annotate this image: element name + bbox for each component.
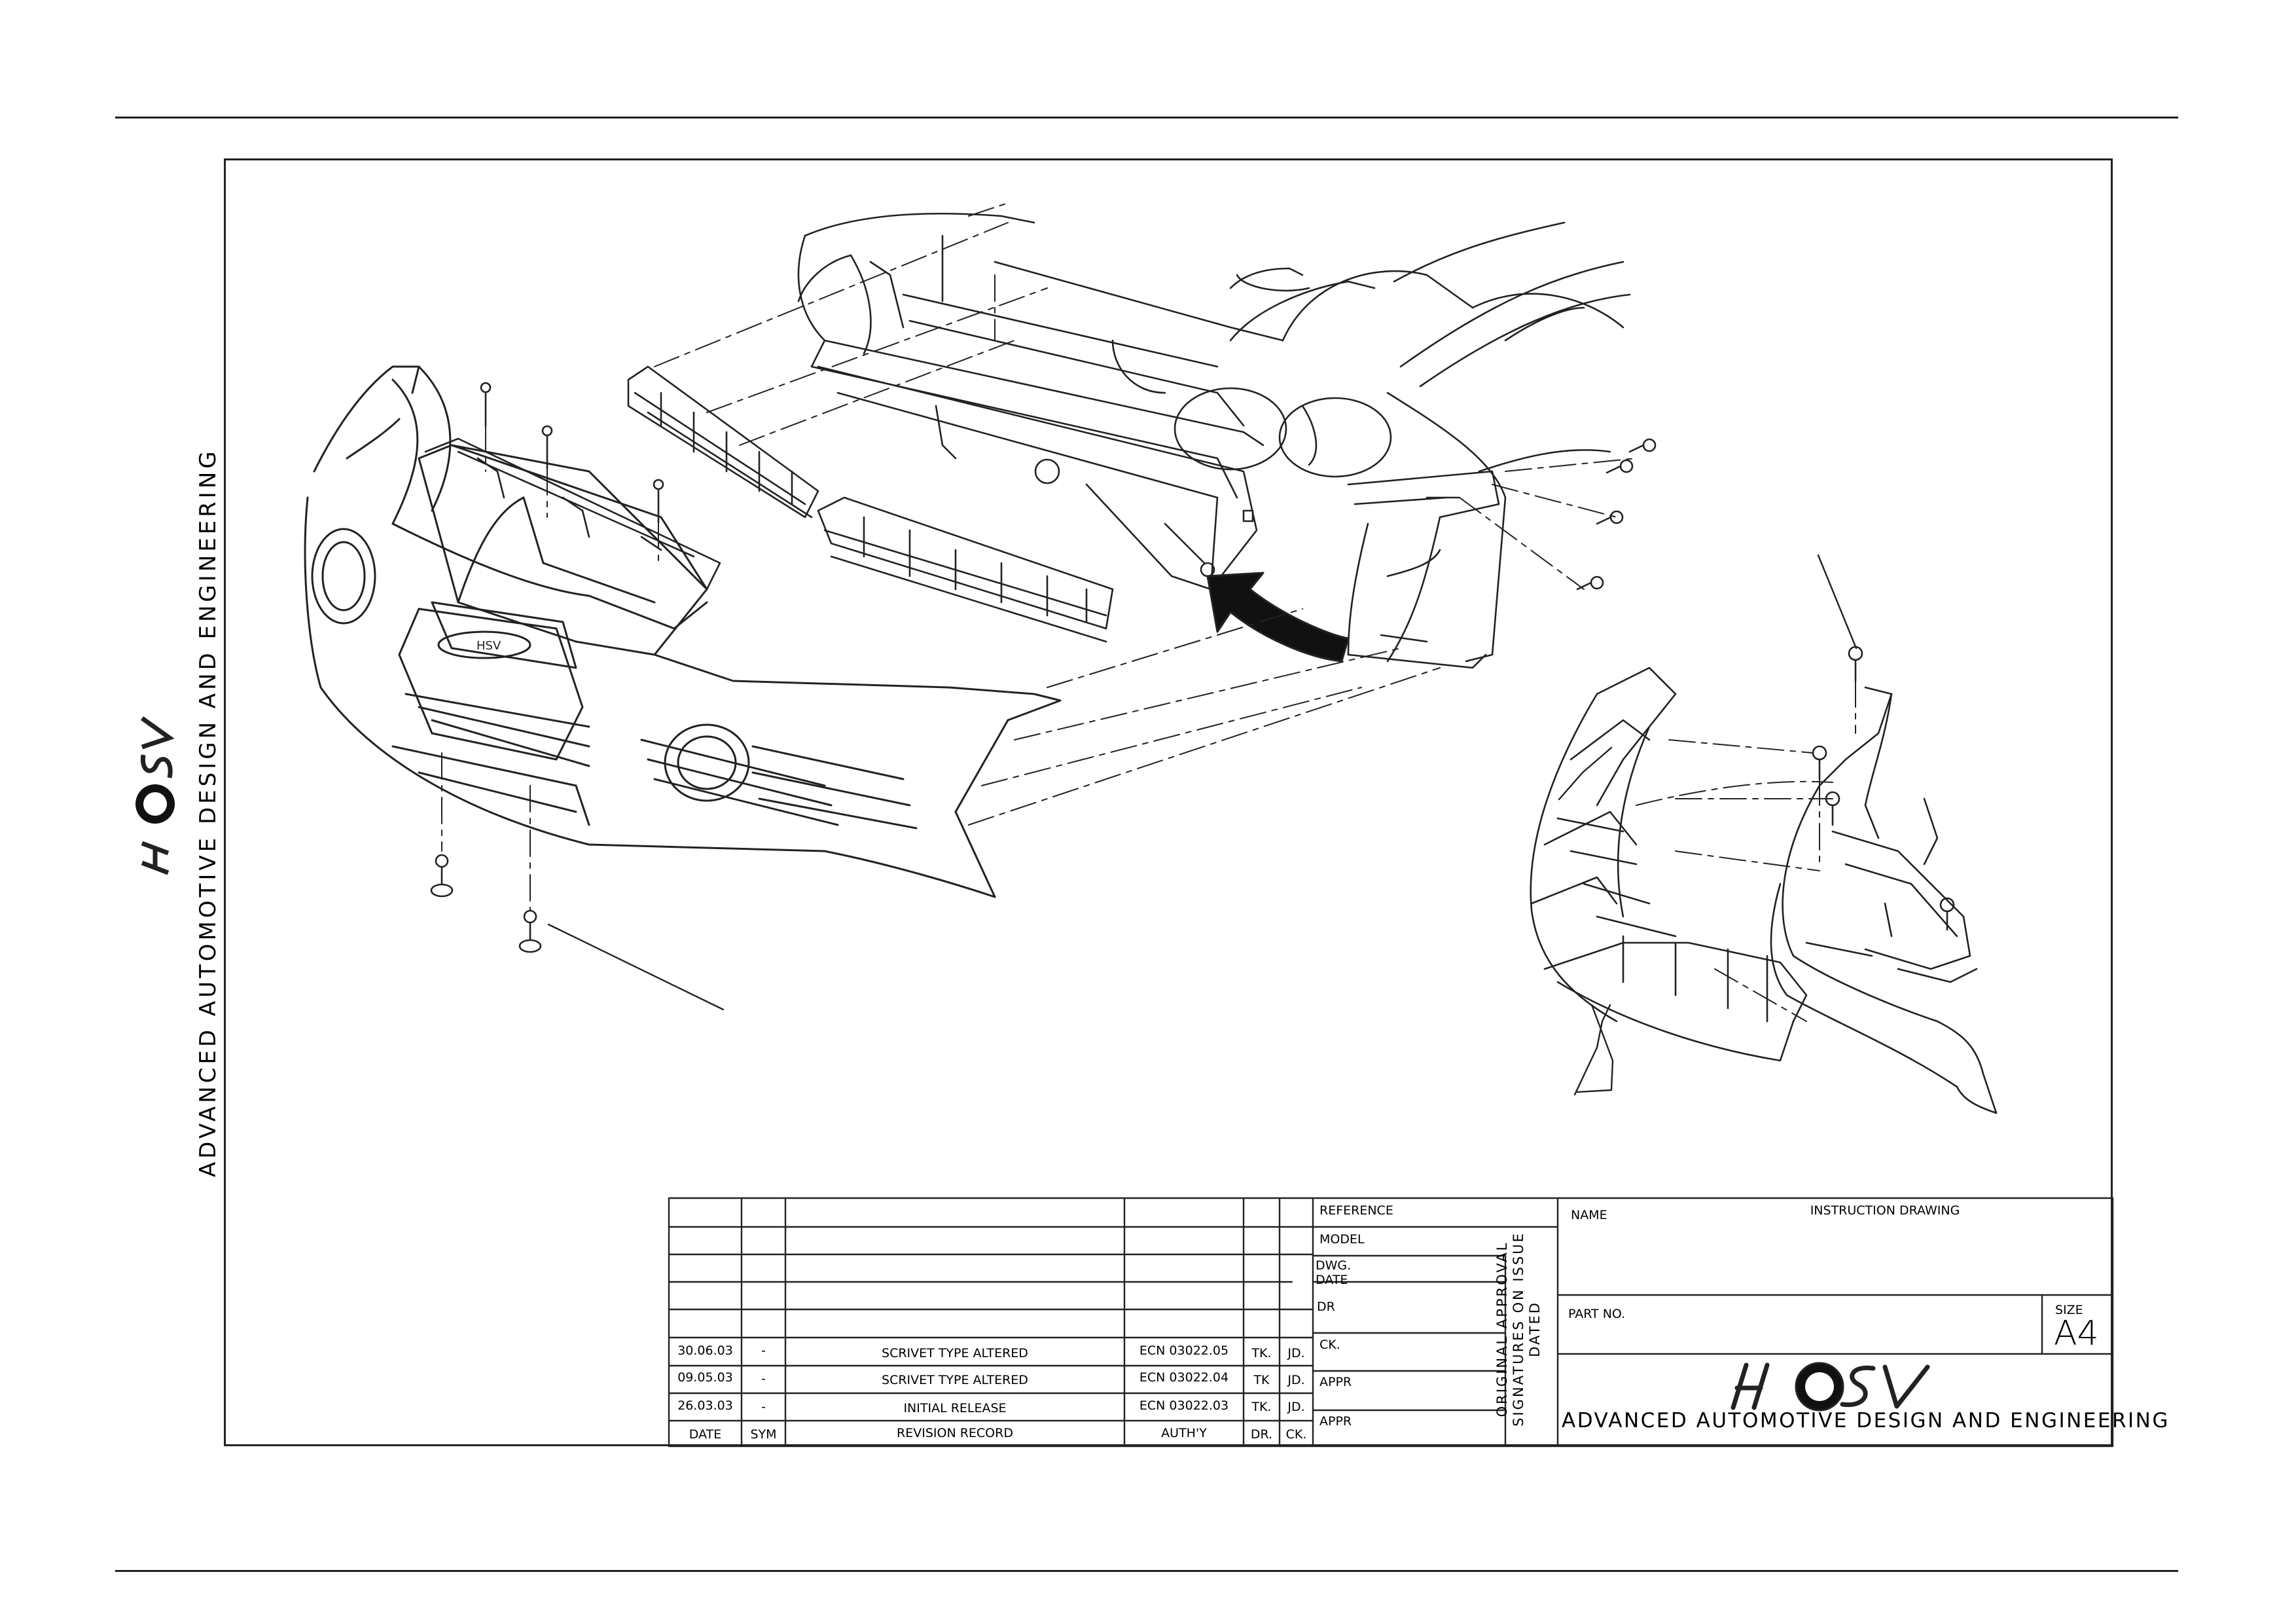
size-label: SIZE bbox=[2055, 1303, 2083, 1317]
appr-label-1: APPR bbox=[1319, 1375, 1352, 1389]
revision-row-1-sym: - bbox=[761, 1343, 766, 1358]
dwg-label: DWG. bbox=[1316, 1258, 1352, 1273]
title-block-grid bbox=[668, 1197, 2114, 1448]
revision-row-3-auth: ECN 03022.03 bbox=[1139, 1398, 1229, 1413]
front-bumper-fascia: HSV bbox=[304, 365, 1062, 898]
hsv-logo-title-block bbox=[1731, 1362, 1930, 1412]
revision-row-1-ck: JD. bbox=[1287, 1346, 1305, 1360]
revision-row-2-record: SCRIVET TYPE ALTERED bbox=[882, 1373, 1028, 1387]
approval-signatures-note: ORIGINAL APPROVAL SIGNATURES ON ISSUE DA… bbox=[1494, 1231, 1543, 1427]
upper-grille-bracket bbox=[424, 437, 721, 591]
dr-label: DR bbox=[1317, 1300, 1335, 1314]
revision-header-sym: SYM bbox=[750, 1427, 777, 1442]
revision-header-auth: AUTH'Y bbox=[1161, 1426, 1207, 1440]
revision-row-2-date: 09.05.03 bbox=[677, 1370, 733, 1385]
revision-row-2-ck: JD. bbox=[1287, 1373, 1305, 1387]
energy-absorber-upper bbox=[627, 365, 819, 519]
revision-header-dr: DR. bbox=[1250, 1427, 1273, 1442]
top-rule bbox=[115, 117, 2178, 119]
revision-row-3-dr: TK. bbox=[1251, 1400, 1272, 1414]
name-value: INSTRUCTION DRAWING bbox=[1810, 1203, 1960, 1218]
revision-row-3-sym: - bbox=[761, 1400, 766, 1414]
title-block-company-tagline: ADVANCED AUTOMOTIVE DESIGN AND ENGINEERI… bbox=[1562, 1409, 2170, 1432]
name-label: NAME bbox=[1571, 1208, 1607, 1222]
detail-view-components bbox=[1530, 666, 1998, 1114]
revision-row-3-date: 26.03.03 bbox=[677, 1398, 733, 1413]
bottom-rule bbox=[115, 1570, 2178, 1572]
part-no-label: PART NO. bbox=[1568, 1307, 1626, 1321]
fastener-screws bbox=[430, 382, 1955, 953]
revision-row-1-dr: TK. bbox=[1251, 1346, 1272, 1360]
revision-header-ck: CK. bbox=[1285, 1427, 1307, 1442]
revision-row-1-record: SCRIVET TYPE ALTERED bbox=[882, 1346, 1028, 1360]
vehicle-body-outline bbox=[797, 212, 1631, 669]
revision-row-1-date: 30.06.03 bbox=[677, 1343, 733, 1358]
reference-label: REFERENCE bbox=[1319, 1203, 1393, 1218]
revision-row-3-ck: JD. bbox=[1287, 1400, 1305, 1414]
size-value: A4 bbox=[2054, 1314, 2099, 1353]
leader-lines bbox=[547, 554, 1857, 1096]
explode-lines bbox=[441, 202, 1856, 1022]
revision-header-date: DATE bbox=[689, 1427, 722, 1442]
hsv-logo-side bbox=[135, 716, 175, 875]
ck-label: CK. bbox=[1319, 1338, 1340, 1352]
date-label: DATE bbox=[1316, 1273, 1348, 1287]
revision-row-1-auth: ECN 03022.05 bbox=[1139, 1343, 1229, 1358]
revision-row-2-auth: ECN 03022.04 bbox=[1139, 1370, 1229, 1385]
svg-text:HSV: HSV bbox=[476, 639, 501, 653]
drawing-frame bbox=[224, 158, 2113, 1446]
revision-row-2-dr: TK bbox=[1253, 1373, 1270, 1387]
energy-absorber-lower bbox=[817, 496, 1114, 643]
appr-label-2: APPR bbox=[1319, 1414, 1352, 1429]
revision-header-record: REVISION RECORD bbox=[897, 1426, 1013, 1440]
revision-row-2-sym: - bbox=[761, 1372, 766, 1386]
model-label: MODEL bbox=[1319, 1232, 1365, 1247]
revision-row-3-record: INITIAL RELEASE bbox=[903, 1401, 1007, 1415]
